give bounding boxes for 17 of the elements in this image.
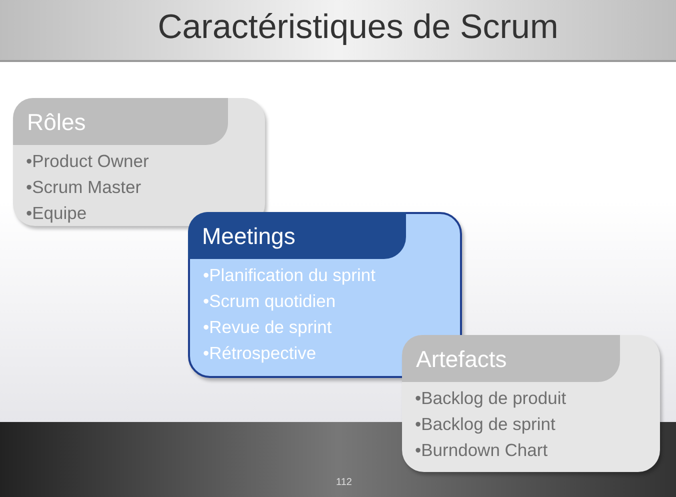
card-heading: Artefacts bbox=[402, 335, 620, 382]
slide-title: Caractéristiques de Scrum bbox=[158, 8, 558, 47]
bullet-item: •Scrum quotidien bbox=[203, 290, 336, 313]
bullet-item: •Burndown Chart bbox=[415, 439, 548, 462]
bullet-item: •Rétrospective bbox=[203, 342, 316, 365]
info-card bbox=[13, 98, 265, 226]
card-heading: Rôles bbox=[13, 98, 228, 145]
bullet-item: •Planification du sprint bbox=[203, 264, 376, 287]
bullet-item: •Equipe bbox=[26, 202, 87, 225]
bullet-item: •Scrum Master bbox=[26, 176, 142, 199]
card-heading: Meetings bbox=[188, 212, 406, 259]
bullet-item: •Backlog de sprint bbox=[415, 413, 556, 436]
bullet-item: •Product Owner bbox=[26, 150, 149, 173]
page-number: 112 bbox=[336, 477, 352, 488]
bullet-item: •Backlog de produit bbox=[415, 387, 566, 410]
info-card bbox=[402, 335, 660, 472]
bullet-item: •Revue de sprint bbox=[203, 316, 332, 339]
